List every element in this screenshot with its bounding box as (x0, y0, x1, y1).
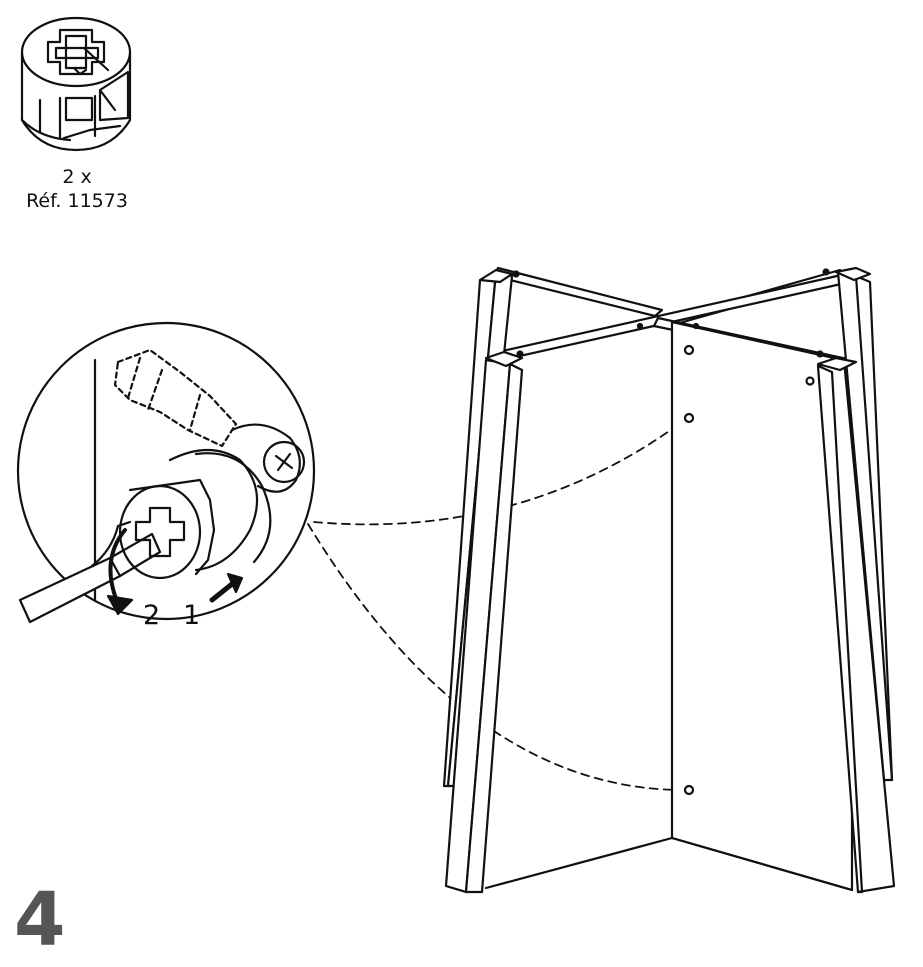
step-number: 4 (14, 877, 66, 963)
screwdriver-icon (18, 520, 162, 624)
rotation-arrow (108, 528, 127, 606)
part-quantity: 2 x (62, 166, 92, 188)
rotation-arrowhead (106, 594, 134, 616)
step-label-1: 1 (183, 600, 200, 631)
table-frame (442, 266, 896, 894)
push-arrow (209, 581, 235, 603)
part-reference: Réf. 11573 (26, 190, 128, 212)
cam-lock-fitting-icon (20, 16, 132, 152)
step-label-2: 2 (143, 600, 160, 631)
push-arrowhead (226, 572, 244, 594)
detail-magnifier (16, 321, 316, 621)
